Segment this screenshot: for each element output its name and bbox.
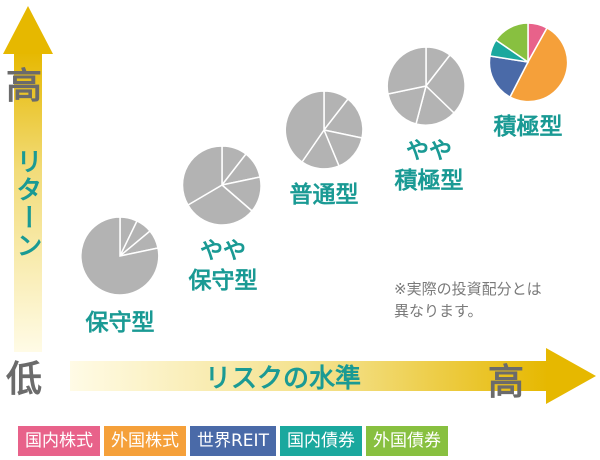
x-axis-title: リスクの水準 [205,364,362,394]
legend-item-global-reit: 世界REIT [190,426,276,456]
portfolio-label-moderately-aggressive: やや 積極型 [394,138,464,194]
legend-item-domestic-stocks: 国内株式 [18,426,100,456]
pie-conservative [80,216,160,296]
y-axis-arrow [3,6,53,352]
disclaimer-note: ※実際の投資配分とは 異なります。 [394,280,542,320]
legend-item-domestic-bonds: 国内債券 [279,426,362,456]
legend-item-foreign-stocks: 外国株式 [104,426,186,456]
asset-legend: 国内株式 外国株式 世界REIT 国内債券 外国債券 [18,426,448,456]
portfolio-label-moderately-conservative: やや 保守型 [188,238,258,294]
legend-item-foreign-bonds: 外国債券 [365,426,448,456]
portfolio-label-aggressive: 積極型 [493,114,563,140]
x-axis-arrow [70,348,596,404]
pie-aggressive [488,22,568,102]
y-axis-title: リターン [12,148,42,260]
pie-moderately-conservative [182,145,262,225]
portfolio-label-conservative: 保守型 [85,310,155,336]
pie-moderately-aggressive [386,46,466,126]
y-axis-high-label: 高 [6,66,43,107]
y-axis-low-label: 低 [6,359,43,400]
x-axis-high-label: 高 [488,362,525,403]
portfolio-label-balanced: 普通型 [289,182,359,208]
pie-balanced [284,90,364,170]
